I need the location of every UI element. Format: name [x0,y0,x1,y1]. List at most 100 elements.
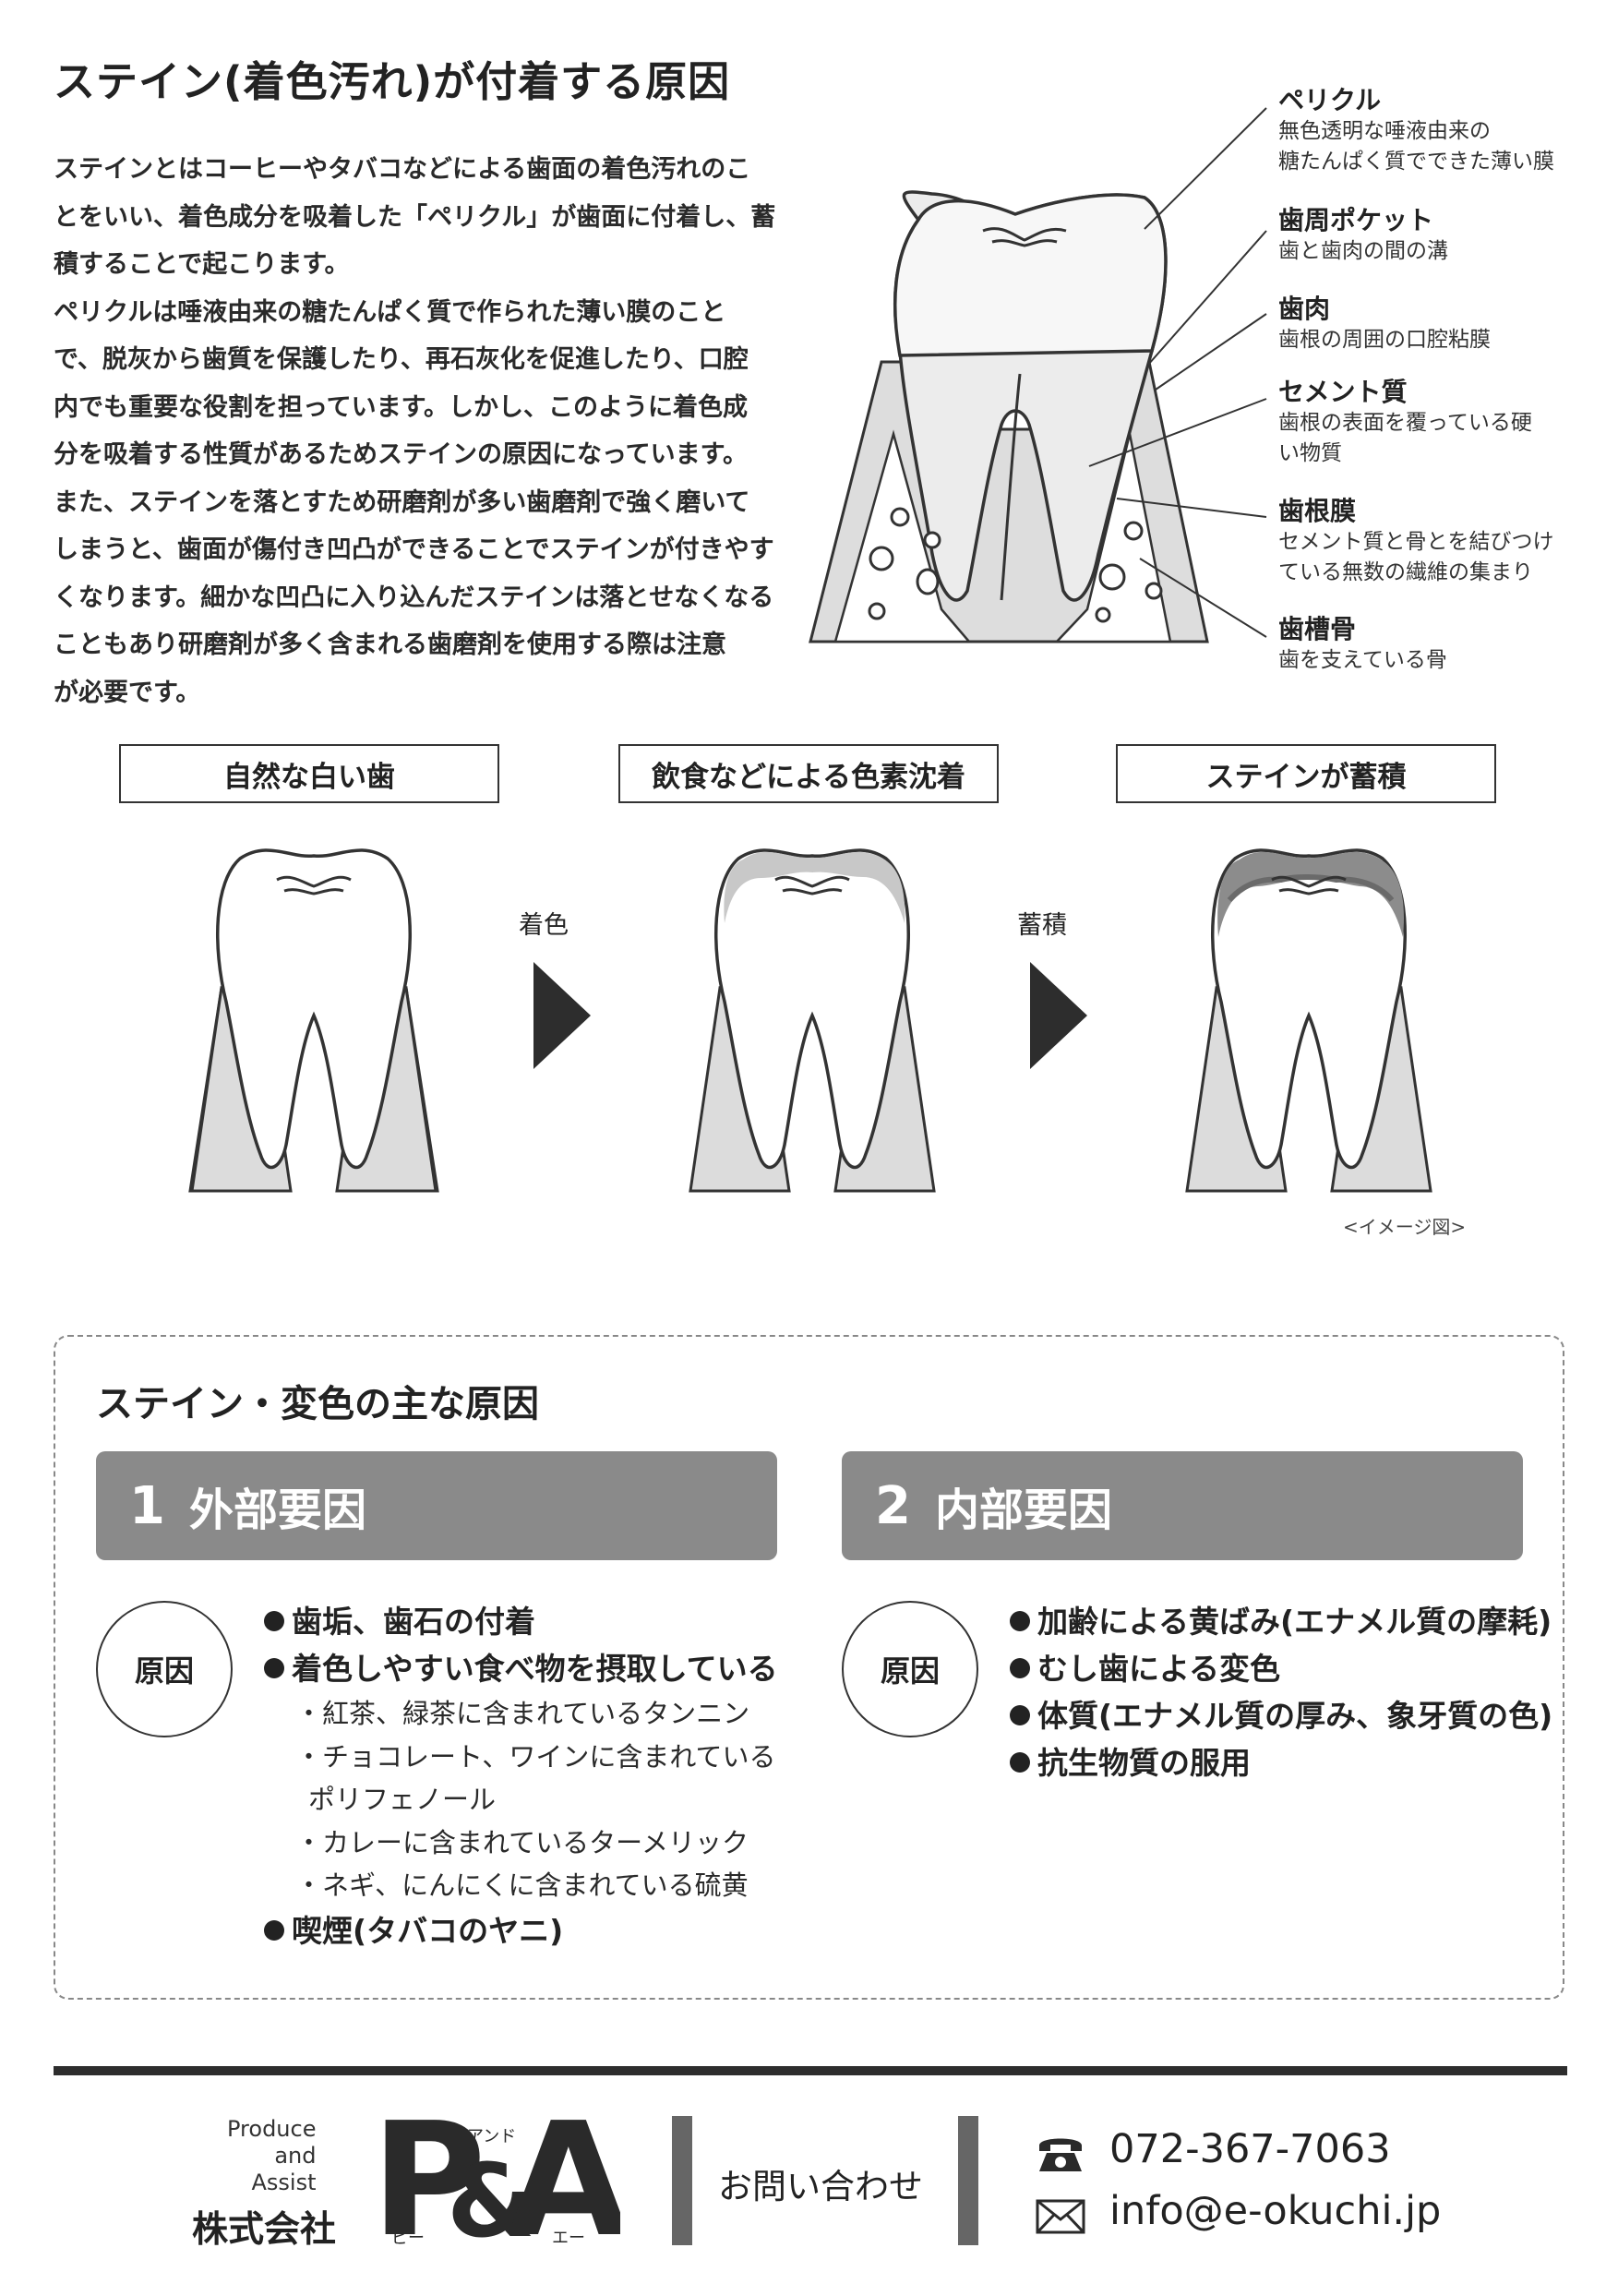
bullet-icon [1010,1752,1030,1773]
cause-circle-external: 原因 [96,1601,233,1737]
label-title: 歯周ポケット [1278,205,1434,235]
list-item-text: 加齢による黄ばみ(エナメル質の摩耗) [1037,1604,1552,1640]
list-subitem: ・紅茶、緑茶に含まれているタンニン [295,1698,750,1729]
label-title: ペリクル [1278,85,1382,115]
image-note: <イメージ図> [1343,1216,1467,1238]
logo-ampersand: & [447,2142,535,2253]
internal-factor-header: 2 内部要因 [842,1451,1523,1560]
anatomy-label-periodontal-pocket: 歯周ポケット 歯と歯肉の間の溝 [1278,205,1448,267]
list-item-text: 喫煙(タバコのヤニ) [292,1912,564,1949]
label-title: 歯肉 [1278,294,1331,324]
intro-line: しまうと、歯面が傷付き凹凸ができることでステインが付きやす [54,535,774,564]
intro-line: また、ステインを落とすため研磨剤が多い歯磨剤で強く磨いて [54,487,750,517]
intro-line: ペリクルは唾液由来の糖たんぱく質で作られた薄い膜のこと [54,297,726,327]
label-desc: 歯と歯肉の間の溝 [1278,239,1448,263]
list-subitem: ・チョコレート、ワインに含まれている [295,1740,776,1773]
bullet-icon [1010,1611,1030,1631]
internal-cause-list: 加齢による黄ばみ(エナメル質の摩耗) むし歯による変色 体質(エナメル質の厚み、… [1010,1598,1552,1786]
intro-line: で、脱灰から歯質を保護したり、再石灰化を促進したり、口腔 [54,345,749,374]
anatomy-label-gum: 歯肉 歯根の周囲の口腔粘膜 [1278,294,1491,355]
factor-number: 1 [129,1475,165,1536]
label-desc: 歯根の周囲の口腔粘膜 [1278,328,1491,352]
logo-reading-and: アンド [467,2127,516,2146]
bullet-icon [1010,1658,1030,1678]
label-title: 歯根膜 [1278,496,1357,526]
tooth-stage-pigmentation [689,848,936,1193]
list-subitem: ・ネギ、にんにくに含まれている硫黄 [295,1869,749,1901]
list-item-text: 歯垢、歯石の付着 [292,1604,535,1640]
intro-line: とをいい、着色成分を吸着した「ペリクル」が歯面に付着し、蓄 [54,202,776,232]
stage-box-pigmentation: 飲食などによる色素沈着 [618,744,999,803]
label-desc: セメント質と骨とを結びつけ [1278,530,1554,554]
tagline-line: and [274,2143,317,2169]
contact-label: お問い合わせ [718,2167,923,2206]
footer-divider [54,2066,1567,2075]
company-logo: P & A アンド ピー エー [371,2105,620,2253]
intro-text: ステインとはコーヒーやタバコなどによる歯面の着色汚れのこ とをいい、着色成分を吸… [54,146,783,716]
bullet-icon [264,1919,284,1941]
list-subitem: ・カレーに含まれているターメリック [295,1826,749,1858]
external-cause-list: 歯垢、歯石の付着 着色しやすい食べ物を摂取している ・紅茶、緑茶に含まれているタ… [264,1598,778,1954]
right-triangle-arrow-icon [533,962,591,1069]
tooth-stage-stain [1185,848,1432,1193]
intro-line: ステインとはコーヒーやタバコなどによる歯面の着色汚れのこ [54,155,751,184]
tagline-line: Produce [227,2116,317,2142]
tooth-stage-natural [188,848,439,1193]
logo-reading-a: エー [552,2229,585,2248]
intro-line: 分を吸着する性質があるためステインの原因になっています。 [54,440,748,469]
bullet-icon [264,1658,284,1678]
label-desc: 歯根の表面を覆っている硬 [1278,411,1532,435]
list-subitem: ポリフェノール [308,1784,497,1815]
anatomy-label-periodontal-ligament: 歯根膜 セメント質と骨とを結びつけ ている無数の繊維の集まり [1278,496,1554,588]
tooth-anatomy-illustration [809,107,1267,643]
causes-panel [54,1335,1564,2000]
label-title: セメント質 [1278,377,1408,407]
list-item: 喫煙(タバコのヤニ) [264,1907,778,1954]
page-title: ステイン(着色汚れ)が付着する原因 [54,57,731,106]
company-tagline: Produce and Assist [227,2116,316,2196]
list-item-text: 抗生物質の服用 [1037,1745,1251,1781]
list-item: 抗生物質の服用 [1010,1739,1552,1786]
footer-separator [672,2116,692,2245]
logo-reading-p: ピー [391,2229,425,2248]
label-desc: い物質 [1278,441,1342,465]
mail-icon [1036,2199,1085,2234]
intro-line: くなります。細かな凹凸に入り込んだステインは落とせなくなる [54,583,774,612]
phone-icon [1039,2138,1082,2171]
list-item: 体質(エナメル質の厚み、象牙質の色) [1010,1692,1552,1739]
anatomy-label-alveolar-bone: 歯槽骨 歯を支えている骨 [1278,614,1447,676]
arrow-label-accumulation: 蓄積 [1017,911,1067,940]
stage-box-stain-accumulated: ステインが蓄積 [1116,744,1496,803]
intro-line: 内でも重要な役割を担っています。しかし、このように着色成 [54,392,748,422]
stage-box-natural: 自然な白い歯 [119,744,499,803]
label-desc: 糖たんぱく質でできた薄い膜 [1278,150,1554,174]
company-prefix: 株式会社 [192,2209,337,2251]
list-item-text: 体質(エナメル質の厚み、象牙質の色) [1037,1698,1553,1734]
intro-line: 積することで起こります。 [54,250,350,279]
label-title: 歯槽骨 [1278,614,1357,644]
email-address[interactable]: info@e-okuchi.jp [1109,2188,1442,2234]
footer-separator [958,2116,978,2245]
bullet-icon [1010,1705,1030,1725]
causes-title: ステイン・変色の主な原因 [96,1383,539,1425]
factor-label: 内部要因 [934,1485,1112,1536]
label-desc: ている無数の繊維の集まり [1278,560,1533,584]
right-triangle-arrow-icon [1030,962,1087,1069]
arrow-label-coloring: 着色 [519,911,569,940]
bullet-icon [264,1611,284,1631]
external-factor-header: 1 外部要因 [96,1451,777,1560]
cause-circle-internal: 原因 [842,1601,978,1737]
phone-number[interactable]: 072-367-7063 [1109,2126,1391,2172]
anatomy-label-pellicle: ペリクル 無色透明な唾液由来の 糖たんぱく質でできた薄い膜 [1278,85,1554,177]
logo-letter-p: P [371,2105,486,2253]
factor-number: 2 [875,1475,911,1536]
anatomy-label-cementum: セメント質 歯根の表面を覆っている硬 い物質 [1278,377,1532,469]
list-item-text: むし歯による変色 [1037,1651,1281,1687]
list-item: 歯垢、歯石の付着 [264,1598,778,1645]
list-item: 着色しやすい食べ物を摂取している [264,1645,778,1692]
factor-label: 外部要因 [188,1485,366,1536]
label-desc: 無色透明な唾液由来の [1278,119,1491,143]
label-desc: 歯を支えている骨 [1278,648,1447,672]
intro-line: が必要です。 [54,678,201,707]
list-item-text: 着色しやすい食べ物を摂取している [292,1651,778,1687]
